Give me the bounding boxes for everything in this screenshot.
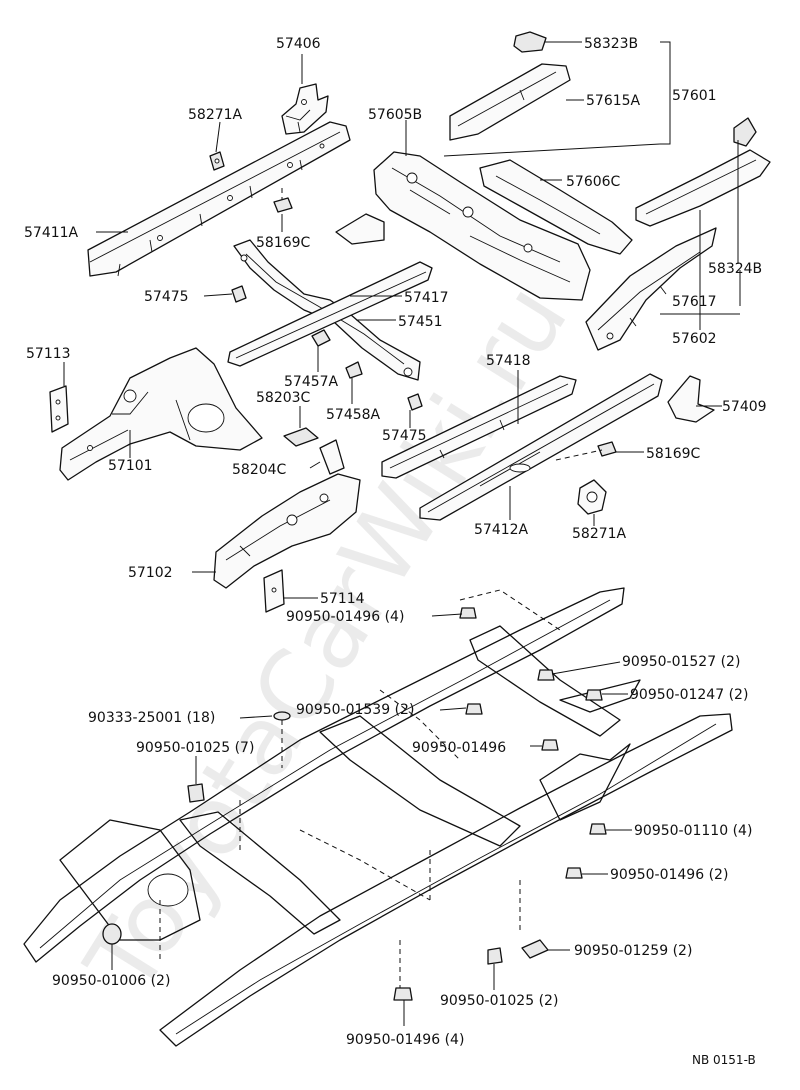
label-57601: 57601 <box>672 88 717 104</box>
part-57406[interactable] <box>281 83 329 135</box>
part-57101[interactable] <box>59 347 263 481</box>
part-58203C[interactable] <box>283 427 319 447</box>
label-58324B: 58324B <box>708 261 762 277</box>
fastener-01110[interactable] <box>589 823 607 835</box>
fastener-01496-mid[interactable] <box>541 739 559 751</box>
label-90333-25001-18: 90333-25001 (18) <box>88 710 215 726</box>
label-57418: 57418 <box>486 353 531 369</box>
part-57606C[interactable] <box>479 159 633 255</box>
part-57602[interactable] <box>585 227 717 351</box>
fastener-01496-right[interactable] <box>565 867 583 879</box>
label-57475-mid: 57475 <box>382 428 427 444</box>
part-57114[interactable] <box>263 569 285 613</box>
part-57417[interactable] <box>227 261 433 367</box>
part-57615A[interactable] <box>449 63 571 141</box>
part-57475-left[interactable] <box>231 285 247 303</box>
label-57458A: 57458A <box>326 407 381 423</box>
part-58271A-bottom[interactable] <box>577 479 607 515</box>
label-57475-left: 57475 <box>144 289 189 305</box>
label-58323B: 58323B <box>584 36 638 52</box>
label-57101: 57101 <box>108 458 153 474</box>
label-57406: 57406 <box>276 36 321 52</box>
label-58204C: 58204C <box>232 462 287 478</box>
part-57457A[interactable] <box>311 329 331 347</box>
diagram-code: NB 0151-B <box>692 1053 756 1067</box>
fastener-01247[interactable] <box>585 689 603 701</box>
part-57412A[interactable] <box>419 373 663 521</box>
part-58204C[interactable] <box>319 439 345 475</box>
label-57114: 57114 <box>320 591 365 607</box>
fastener-01025-left[interactable] <box>187 783 205 803</box>
label-90950-01025-7: 90950-01025 (7) <box>136 740 254 756</box>
label-90950-01006-2: 90950-01006 (2) <box>52 973 170 989</box>
part-57411A[interactable] <box>87 121 351 277</box>
label-57617: 57617 <box>672 294 717 310</box>
label-57113: 57113 <box>26 346 71 362</box>
part-58169C-top[interactable] <box>273 197 293 213</box>
part-57458A[interactable] <box>345 361 363 379</box>
part-labels: 57406 58271A 57605B 58323B 57615A 57601 … <box>24 36 767 607</box>
label-57412A: 57412A <box>474 522 529 538</box>
leader-lines <box>63 41 741 1026</box>
fastener-01527[interactable] <box>537 669 555 681</box>
label-90950-01496-4-top: 90950-01496 (4) <box>286 609 404 625</box>
part-58271A-top[interactable] <box>209 151 225 171</box>
part-58323B[interactable] <box>513 31 547 53</box>
fastener-01259[interactable] <box>521 939 549 959</box>
label-90950-01527-2: 90950-01527 (2) <box>622 654 740 670</box>
fastener-01496-bottom[interactable] <box>393 987 413 1001</box>
part-57475-mid[interactable] <box>407 393 423 411</box>
label-57411A: 57411A <box>24 225 79 241</box>
fastener-01496-top[interactable] <box>459 607 477 619</box>
label-90950-01025-2: 90950-01025 (2) <box>440 993 558 1009</box>
label-57409: 57409 <box>722 399 767 415</box>
label-57602: 57602 <box>672 331 717 347</box>
part-58169C-right[interactable] <box>597 441 617 457</box>
part-57418[interactable] <box>381 375 577 479</box>
label-58169C-right: 58169C <box>646 446 701 462</box>
part-57605B[interactable] <box>335 151 591 301</box>
label-58169C-top: 58169C <box>256 235 311 251</box>
part-58324B[interactable] <box>733 117 757 147</box>
fastener-01539[interactable] <box>465 703 483 715</box>
part-57617[interactable] <box>635 149 771 227</box>
label-90950-01496-2: 90950-01496 (2) <box>610 867 728 883</box>
label-57417: 57417 <box>404 290 449 306</box>
label-57102: 57102 <box>128 565 173 581</box>
fastener-01025-bottom[interactable] <box>487 947 503 965</box>
label-57606C: 57606C <box>566 174 621 190</box>
label-90950-01496-4-bottom: 90950-01496 (4) <box>346 1032 464 1048</box>
label-90950-01539-2: 90950-01539 (2) <box>296 702 414 718</box>
label-90950-01110-4: 90950-01110 (4) <box>634 823 752 839</box>
label-90950-01247-2: 90950-01247 (2) <box>630 687 748 703</box>
label-90950-01496-mid: 90950-01496 <box>412 740 506 756</box>
label-58271A-top: 58271A <box>188 107 243 123</box>
label-57615A: 57615A <box>586 93 641 109</box>
label-58271A-bottom: 58271A <box>572 526 627 542</box>
fastener-labels: 90950-01496 (4) 90950-01527 (2) 90950-01… <box>52 609 752 1048</box>
part-57102[interactable] <box>213 473 361 589</box>
label-57451: 57451 <box>398 314 443 330</box>
fastener-25001[interactable] <box>273 711 291 721</box>
label-57605B: 57605B <box>368 107 422 123</box>
label-58203C: 58203C <box>256 390 311 406</box>
assembled-frame <box>23 587 733 1047</box>
label-90950-01259-2: 90950-01259 (2) <box>574 943 692 959</box>
part-57113[interactable] <box>49 385 69 433</box>
fastener-01006[interactable] <box>102 923 122 945</box>
part-57409[interactable] <box>667 375 715 423</box>
label-57457A: 57457A <box>284 374 339 390</box>
